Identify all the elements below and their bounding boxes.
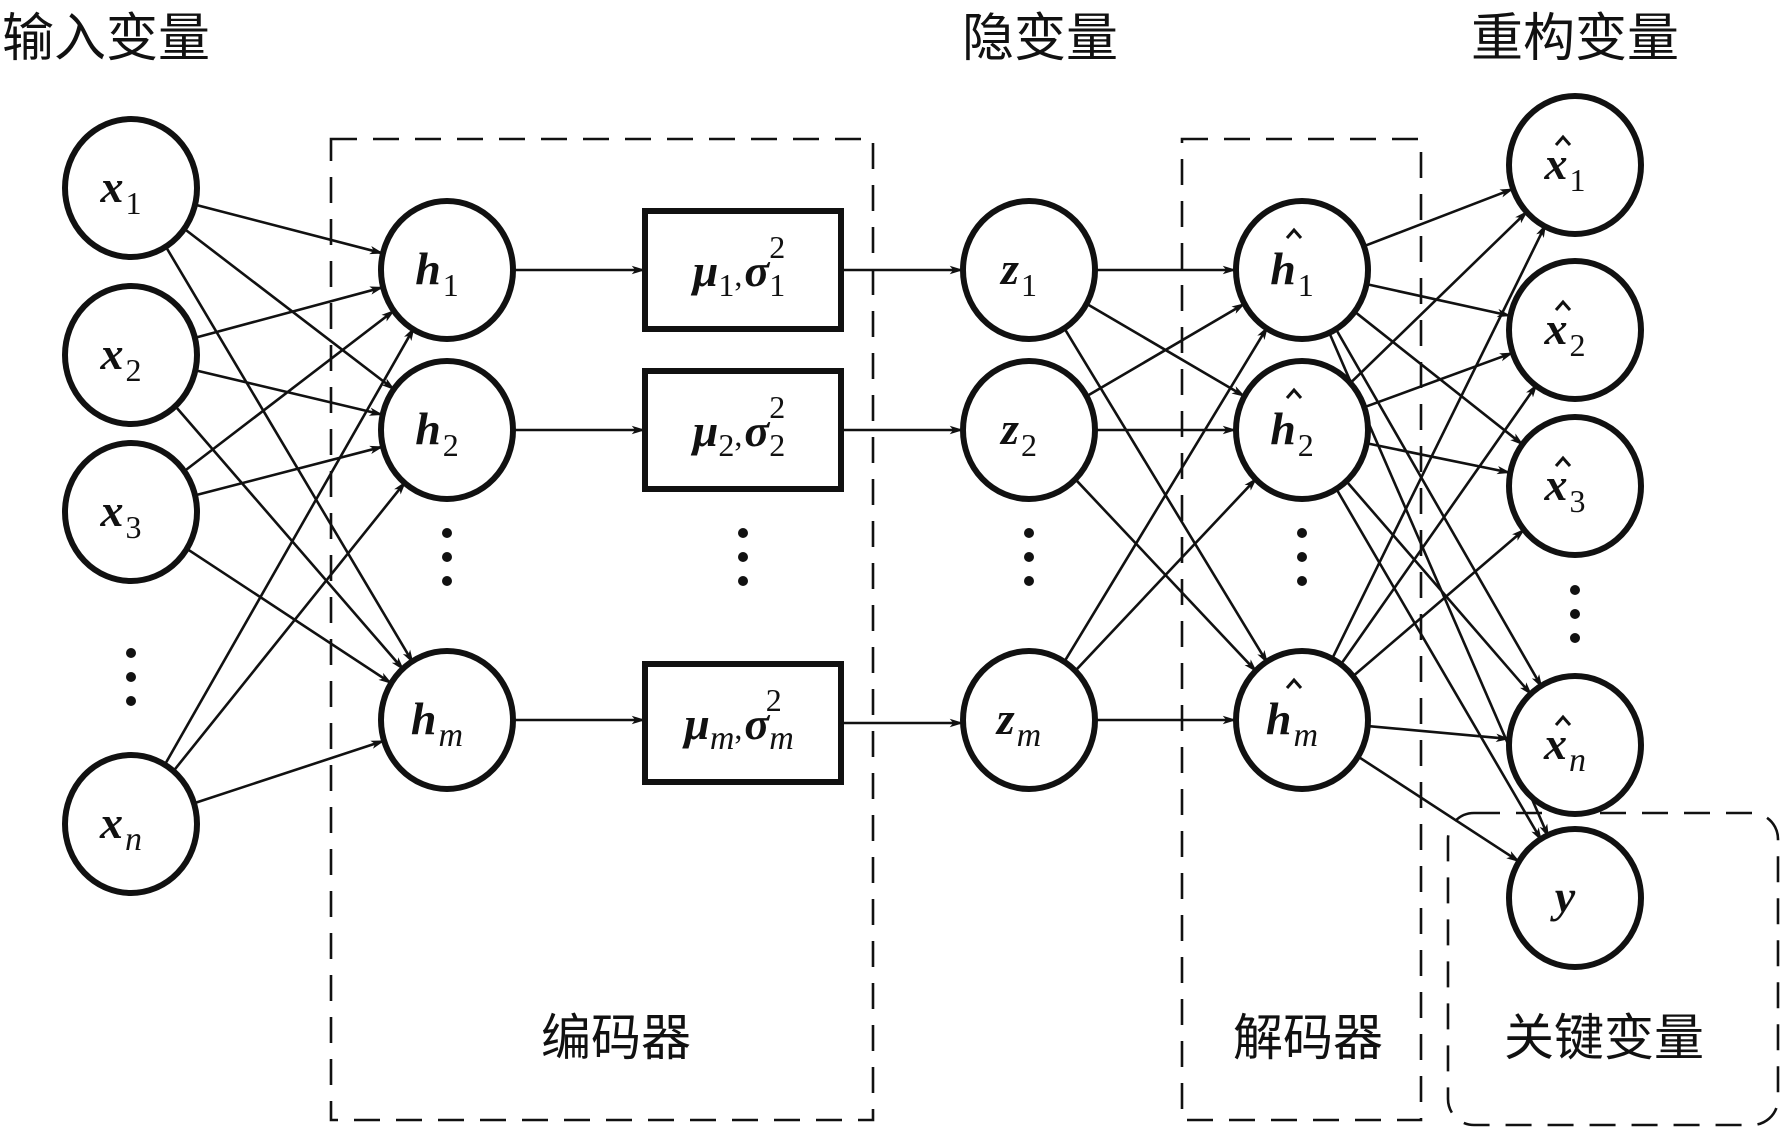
node-x2: x2 [62, 283, 200, 427]
key-variable-group-box [1446, 811, 1780, 1127]
edge-z2-hh1 [1085, 302, 1246, 398]
edge-hhm-xh2 [1338, 383, 1539, 667]
node-hm: hm [378, 648, 516, 792]
edge-hh2-xh2 [1363, 351, 1514, 409]
node-xh3: x3 [1506, 414, 1644, 558]
edge-xn-h1 [162, 326, 416, 768]
node-xh1: x1 [1506, 93, 1644, 237]
edge-hhm-xh3 [1351, 527, 1526, 679]
edge-x1-hm [163, 244, 415, 664]
edge-hhm-xhn [1367, 724, 1510, 742]
nodes-layer: x1x2x3xnh1h2hmz1z2zmh1h2hmx1x2x3xnyμ1,σ1… [62, 93, 1644, 970]
node-zm: zm [960, 648, 1098, 792]
edge-hh2-xh3 [1366, 441, 1512, 475]
node-hh1: h1 [1233, 198, 1371, 342]
hat-accent [1285, 677, 1303, 689]
decoder-label: 解码器 [1233, 1009, 1383, 1067]
node-z1: z1 [960, 198, 1098, 342]
hat-accent [1554, 455, 1572, 467]
encoder-label: 编码器 [541, 1009, 691, 1067]
edge-hhm-xh1 [1329, 223, 1548, 662]
node-xhn: xn [1506, 673, 1644, 817]
latent-variables-title: 隐变量 [962, 9, 1118, 69]
xhdots-ellipsis [1570, 585, 1580, 643]
edge-hh1-xh3 [1352, 309, 1525, 447]
edge-hh1-xhn [1333, 326, 1544, 689]
d1-label: μ1,σ12 [691, 229, 785, 303]
xdots-ellipsis [126, 648, 136, 706]
input-variables-title: 输入变量 [2, 9, 210, 69]
distribution-box-d2: μ2,σ22 [642, 368, 844, 492]
key-variable-label: 关键变量 [1504, 1009, 1704, 1067]
edge-x2-h1 [194, 285, 384, 340]
edge-xn-hm [193, 739, 385, 805]
node-x1: x1 [62, 116, 200, 260]
hhdots-ellipsis [1297, 528, 1307, 586]
edge-hh2-xhn [1344, 479, 1533, 696]
edge-x1-h2 [182, 227, 396, 391]
node-h1: h1 [378, 198, 516, 342]
edge-x3-h2 [194, 445, 384, 497]
distribution-box-d1: μ1,σ12 [642, 208, 844, 332]
zdots-ellipsis [1024, 528, 1034, 586]
node-xh2: x2 [1506, 258, 1644, 402]
node-z2: z2 [960, 358, 1098, 502]
decoder-group-box [1180, 137, 1423, 1122]
edge-zm-hh1 [1062, 325, 1269, 665]
reconstructed-variables-title: 重构变量 [1471, 9, 1679, 69]
hat-accent [1554, 714, 1572, 726]
edge-hh1-xh1 [1363, 187, 1515, 248]
node-h2: h2 [378, 358, 516, 502]
edge-x1-h1 [194, 203, 384, 255]
h2-label: h2 [415, 403, 459, 463]
node-y: y [1506, 826, 1644, 970]
hat-accent [1285, 227, 1303, 239]
edge-x3-h1 [182, 309, 396, 473]
edge-x3-hm [185, 547, 393, 685]
hat-accent [1554, 134, 1572, 146]
edge-hh1-xh2 [1366, 282, 1512, 318]
edge-xn-h2 [171, 480, 407, 774]
node-xn: xn [62, 752, 200, 896]
edge-hh2-y [1334, 486, 1543, 842]
hdots-ellipsis [442, 528, 452, 586]
edge-hh2-xh1 [1348, 210, 1529, 385]
hat-accent [1554, 299, 1572, 311]
node-x3: x3 [62, 440, 200, 584]
y-label: y [1550, 871, 1576, 922]
edges-layer [162, 187, 1550, 864]
distribution-box-dm: μm,σm2 [642, 661, 844, 785]
h1-label: h1 [415, 243, 459, 303]
encoder-group-box [329, 137, 875, 1122]
edge-zm-hh2 [1073, 477, 1258, 673]
node-hh2: h2 [1233, 358, 1371, 502]
node-hhm: hm [1233, 648, 1371, 792]
ddots-ellipsis [738, 528, 748, 586]
edge-x2-hm [173, 404, 405, 671]
hat-accent [1285, 387, 1303, 399]
edge-hhm-y [1356, 754, 1521, 864]
